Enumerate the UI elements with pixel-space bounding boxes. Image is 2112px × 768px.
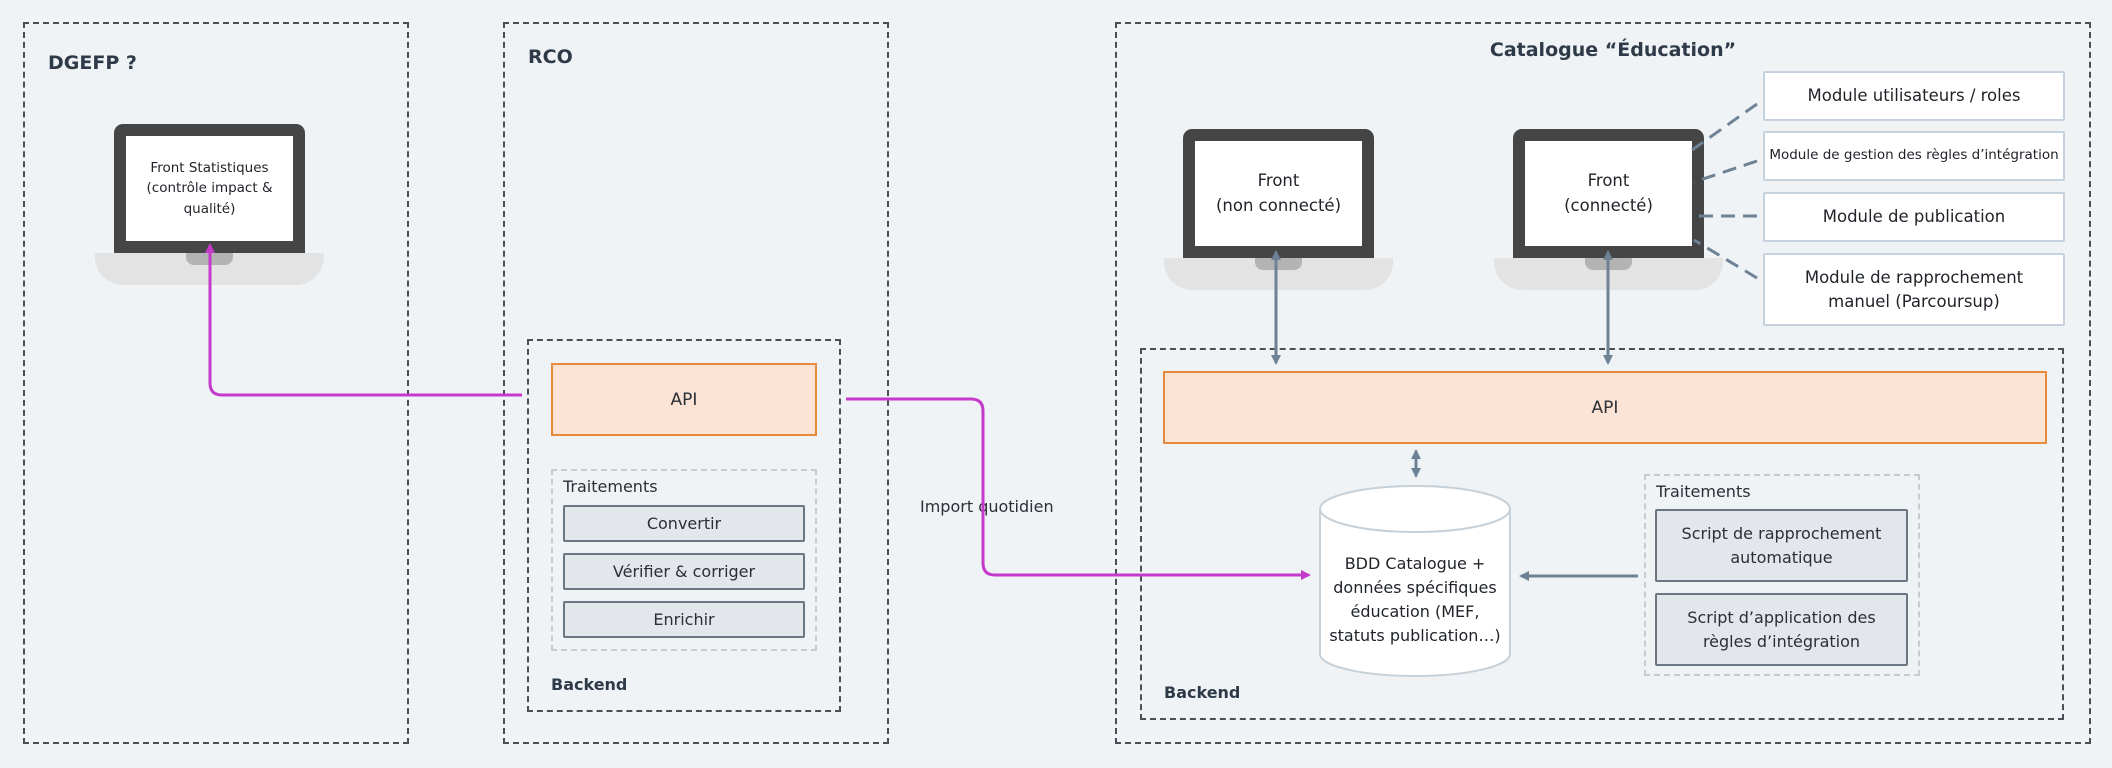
catalogue-traitements-box: Traitements xyxy=(1644,474,1920,676)
front-connecte-subtitle: (connecté) xyxy=(1564,195,1653,215)
script-application-regles[interactable]: Script d’application des règles d’intégr… xyxy=(1655,593,1908,666)
database-label[interactable]: BDD Catalogue + données spécifiques éduc… xyxy=(1329,554,1501,645)
convertir-step[interactable]: Convertir xyxy=(563,505,805,542)
front-statistiques-notch xyxy=(186,253,233,265)
script-rapprochement-automatique[interactable]: Script de rapprochement automatique xyxy=(1655,509,1908,582)
module-utilisateurs-roles[interactable]: Module utilisateurs / roles xyxy=(1763,71,2065,121)
front-connecte-text: Front (connecté) xyxy=(1564,169,1653,219)
rco-traitements-box: Traitements xyxy=(551,469,817,651)
module-rapprochement-manuel[interactable]: Module de rapprochement manuel (Parcours… xyxy=(1763,253,2065,326)
front-public-notch xyxy=(1255,258,1302,270)
rco-panel-title: RCO xyxy=(528,46,573,68)
catalogue-backend-label: Backend xyxy=(1164,683,1241,702)
catalogue-panel-title: Catalogue “Éducation” xyxy=(1489,39,1737,61)
import-quotidien-label: Import quotidien xyxy=(920,497,1054,516)
module-publication[interactable]: Module de publication xyxy=(1763,192,2065,242)
rco-backend-label: Backend xyxy=(551,675,628,694)
front-public-subtitle: (non connecté) xyxy=(1215,195,1342,215)
front-public-text: Front (non connecté) xyxy=(1216,169,1341,219)
front-connecte-screen[interactable]: Front (connecté) xyxy=(1513,129,1704,258)
catalogue-panel: Catalogue “Éducation” xyxy=(1115,22,2091,744)
rco-traitements-title: Traitements xyxy=(563,477,658,496)
front-statistiques-label: Front Statistiques (contrôle impact & qu… xyxy=(146,160,273,217)
rco-api-label: API xyxy=(670,389,698,410)
catalogue-traitements-title: Traitements xyxy=(1656,482,1751,501)
module-gestion-regles[interactable]: Module de gestion des règles d’intégrati… xyxy=(1763,131,2065,181)
catalogue-api-box[interactable]: API xyxy=(1163,371,2047,444)
enrichir-step[interactable]: Enrichir xyxy=(563,601,805,638)
front-public-screen[interactable]: Front (non connecté) xyxy=(1183,129,1374,258)
front-statistiques-screen[interactable]: Front Statistiques (contrôle impact & qu… xyxy=(114,124,305,253)
front-connecte-title: Front xyxy=(1587,170,1630,190)
catalogue-api-label: API xyxy=(1591,397,1619,418)
verifier-corriger-step[interactable]: Vérifier & corriger xyxy=(563,553,805,590)
dgefp-panel-title: DGEFP ? xyxy=(48,52,137,74)
rco-backend-box: Backend xyxy=(527,339,841,712)
front-public-title: Front xyxy=(1257,170,1300,190)
front-connecte-notch xyxy=(1585,258,1632,270)
rco-api-box[interactable]: API xyxy=(551,363,817,436)
